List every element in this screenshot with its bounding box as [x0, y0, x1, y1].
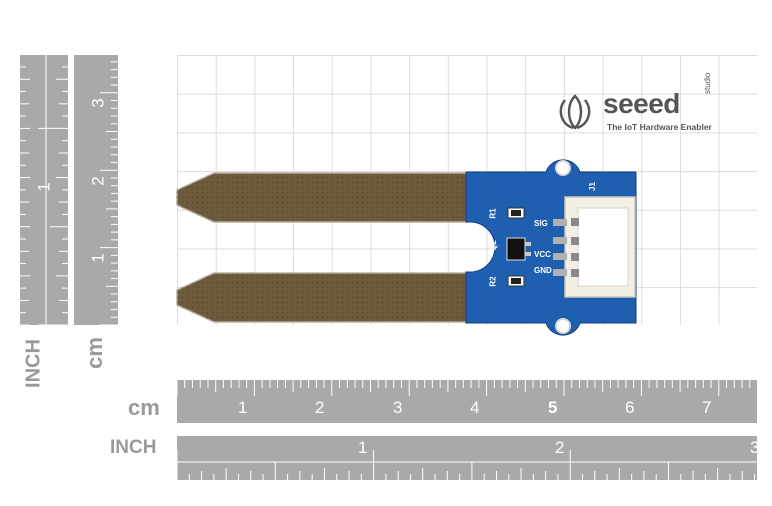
bottom-cm-tick-1: 1 — [238, 398, 248, 417]
left-cm-tick-2: 2 — [88, 176, 108, 186]
pin-label-gnd: GND — [534, 266, 552, 275]
bottom-cm-ticks — [177, 380, 751, 396]
bottom-cm-ruler: 1 2 3 4 5 6 7 — [177, 380, 757, 423]
component-label-r2: R2 — [488, 276, 498, 287]
bottom-cm-tick-7: 7 — [702, 398, 712, 417]
left-inch-ticks — [20, 55, 68, 325]
seeed-studio-text: studio — [703, 72, 712, 94]
connector-label-j1: J1 — [587, 182, 597, 191]
left-cm-unit-label: cm — [82, 337, 107, 369]
left-inch-ruler: 1 — [20, 55, 68, 325]
seeed-brand-text: seeed — [603, 88, 680, 119]
pin-label-sig: SIG — [534, 219, 548, 228]
left-inch-unit-label: INCH — [22, 339, 45, 388]
left-cm-tick-3: 3 — [88, 98, 108, 108]
bottom-inch-tick-1: 1 — [358, 438, 368, 457]
bottom-inch-ticks — [177, 450, 757, 480]
seeed-tagline: The IoT Hardware Enabler — [607, 122, 712, 132]
bottom-cm-tick-5: 5 — [548, 398, 558, 417]
bottom-inch-unit-label: INCH — [110, 437, 157, 458]
bottom-cm-tick-2: 2 — [315, 398, 325, 417]
bottom-inch-tick-2: 2 — [555, 438, 565, 457]
pin-label-vcc: VCC — [534, 250, 551, 259]
bottom-cm-unit-label: cm — [128, 395, 160, 420]
bottom-cm-tick-6: 6 — [625, 398, 635, 417]
seeed-logo: seeed studio The IoT Hardware Enabler — [553, 73, 723, 134]
bottom-cm-tick-4: 4 — [470, 398, 480, 417]
left-cm-ticks — [100, 61, 118, 325]
bottom-inch-tick-3: 3 — [750, 438, 760, 457]
left-cm-tick-1: 1 — [88, 253, 108, 263]
component-label-r1: R1 — [488, 208, 498, 219]
seeed-leaf-icon — [559, 94, 591, 130]
bottom-cm-tick-3: 3 — [393, 398, 403, 417]
component-label-q2: Q2 — [488, 240, 498, 251]
left-cm-ruler: 3 2 1 — [74, 55, 118, 325]
bottom-inch-ruler: 1 2 3 — [177, 436, 760, 480]
left-inch-tick-1: 1 — [34, 182, 54, 192]
